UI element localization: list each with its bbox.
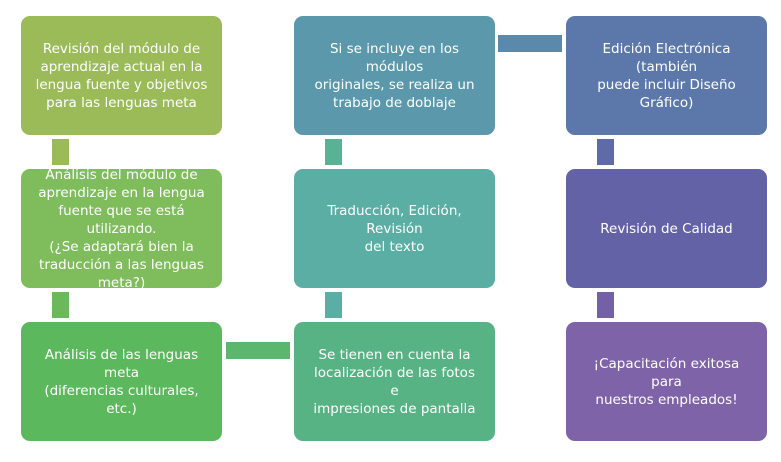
connector-3-4 — [226, 342, 290, 359]
step-6-dubbing: Si se incluye en los módulos originales,… — [294, 16, 495, 135]
step-1-source-module-review: Revisión del módulo de aprendizaje actua… — [21, 16, 222, 135]
connector-7-8 — [597, 139, 614, 165]
step-2-source-module-analysis: Análisis del módulo de aprendizaje en la… — [21, 167, 222, 291]
connector-5-6 — [325, 139, 342, 165]
step-9-successful-training: ¡Capacitación exitosa para nuestros empl… — [566, 322, 767, 441]
connector-4-5 — [325, 292, 342, 318]
step-8-quality-review: Revisión de Calidad — [566, 169, 767, 288]
connector-1-2 — [52, 139, 69, 165]
step-4-localization: Se tienen en cuenta la localización de l… — [294, 322, 495, 441]
connector-2-3 — [52, 292, 69, 318]
connector-6-7 — [498, 35, 562, 52]
step-5-translation-editing: Traducción, Edición, Revisión del texto — [294, 169, 495, 288]
connector-8-9 — [597, 292, 614, 318]
step-3-target-language-analysis: Análisis de las lenguas meta (diferencia… — [21, 322, 222, 441]
step-7-desktop-publishing: Edición Electrónica (también puede inclu… — [566, 16, 767, 135]
